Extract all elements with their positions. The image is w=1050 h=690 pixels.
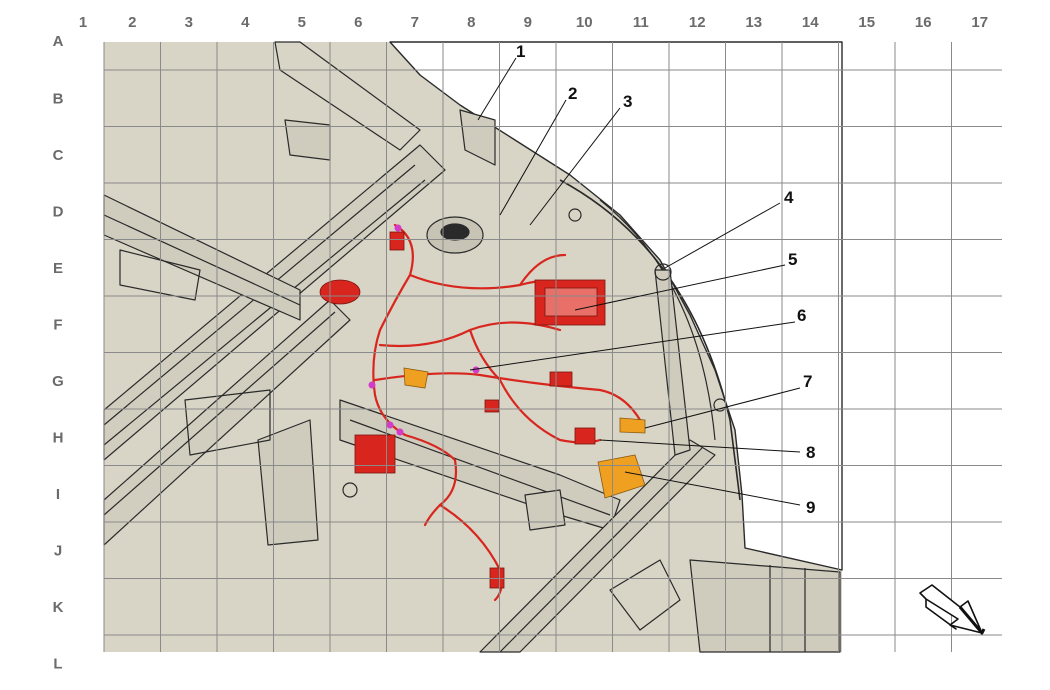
column-label: 10 <box>576 14 593 31</box>
callout-4: 4 <box>784 188 794 207</box>
column-label: 5 <box>298 14 306 31</box>
row-label: E <box>53 260 63 277</box>
row-label: A <box>53 33 64 50</box>
column-label: 15 <box>858 14 875 31</box>
callout-9: 9 <box>806 498 815 517</box>
callout-7: 7 <box>803 372 812 391</box>
wiring-harness <box>372 223 642 602</box>
lower-diagonal-rail <box>479 439 716 653</box>
column-label: 11 <box>633 14 649 31</box>
callout-6: 6 <box>797 306 806 325</box>
direction-arrow-icon <box>919 584 986 635</box>
row-label: H <box>53 429 64 446</box>
grommet <box>319 279 361 305</box>
row-label: K <box>53 599 64 616</box>
column-label: 3 <box>185 14 193 31</box>
column-label: 12 <box>689 14 706 31</box>
body-hole-2 <box>568 208 582 222</box>
row-label: I <box>56 486 60 503</box>
callout-5: 5 <box>788 250 797 269</box>
row-label: L <box>53 655 62 672</box>
magenta-connectors <box>368 224 480 436</box>
row-labels: A B C D E F G H I J K L <box>52 33 64 672</box>
column-label: 9 <box>524 14 532 31</box>
bottom-box-section <box>689 559 841 653</box>
column-label: 14 <box>802 14 819 31</box>
column-label: 7 <box>411 14 419 31</box>
connector-orange-g <box>403 367 429 389</box>
row-label: F <box>53 316 62 333</box>
reference-grid <box>103 42 1002 652</box>
connector-block-left <box>354 434 396 474</box>
wheelhouse-arc <box>559 179 741 501</box>
callout-2: 2 <box>568 84 577 103</box>
row-label: G <box>52 373 64 390</box>
reservoir <box>257 419 319 546</box>
connector-orange-7 <box>619 417 646 434</box>
a-pillar-beam <box>274 41 421 151</box>
callout-3: 3 <box>623 92 632 111</box>
callout-1: 1 <box>516 42 525 61</box>
row-label: C <box>53 147 64 164</box>
row-label: D <box>53 203 64 220</box>
row-label: J <box>54 542 62 559</box>
column-label: 4 <box>241 14 250 31</box>
column-label: 16 <box>915 14 932 31</box>
callout-8: 8 <box>806 443 815 462</box>
column-label: 2 <box>128 14 136 31</box>
row-label: B <box>53 90 64 107</box>
body-hole-4 <box>654 263 672 281</box>
callout-leaders <box>469 57 801 506</box>
column-label: 8 <box>467 14 475 31</box>
column-label: 1 <box>79 14 87 31</box>
column-label: 13 <box>745 14 762 31</box>
body-hole-1 <box>342 482 358 498</box>
column-label: 6 <box>354 14 362 31</box>
column-label: 17 <box>971 14 988 31</box>
